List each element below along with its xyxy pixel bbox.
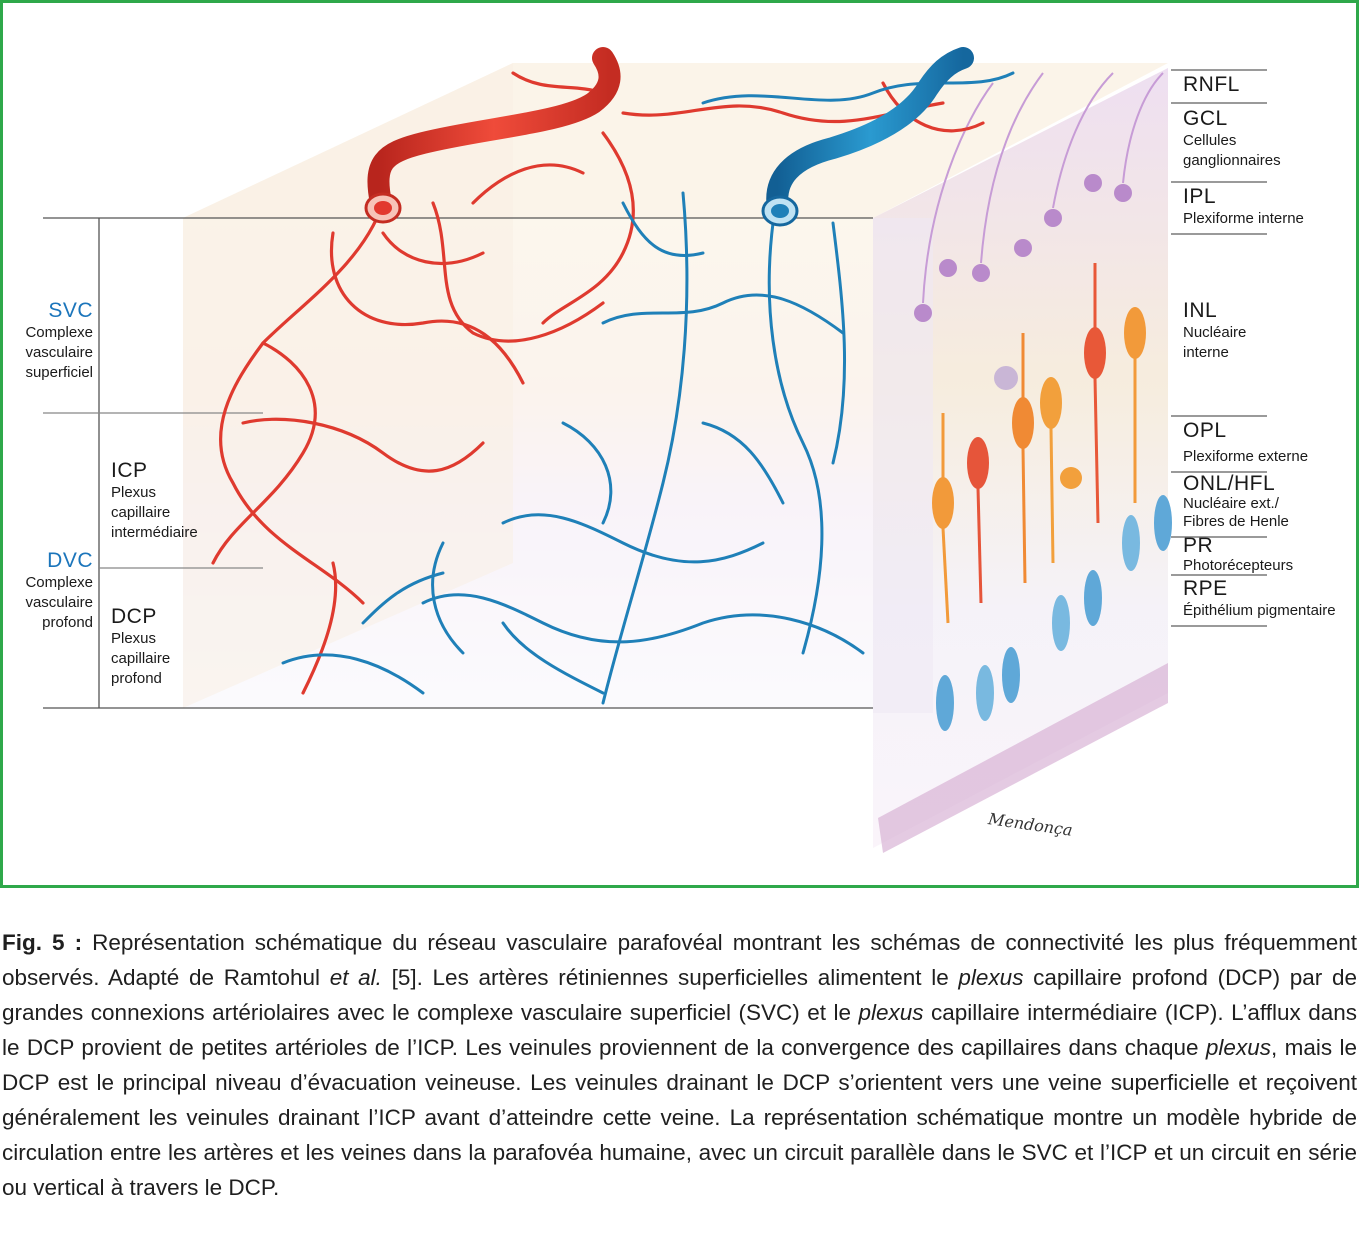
caption-s1: Représentation schématique du réseau vas… bbox=[2, 930, 1357, 990]
label-gcl-line2: ganglionnaires bbox=[1183, 152, 1281, 169]
main-artery bbox=[364, 47, 621, 224]
label-dvc-line1: Complexe bbox=[25, 574, 93, 591]
label-gcl-abbr: GCL bbox=[1183, 107, 1228, 130]
label-dcp-abbr: DCP bbox=[111, 605, 157, 628]
caption-lead: Fig. 5 : bbox=[2, 930, 83, 955]
neurons bbox=[878, 72, 1172, 853]
label-ipl-abbr: IPL bbox=[1183, 185, 1217, 208]
label-onl-line2: Fibres de Henle bbox=[1183, 513, 1289, 530]
venous-network bbox=[281, 71, 1015, 705]
divider-onl bbox=[1171, 471, 1267, 473]
vascular-illustration bbox=[43, 47, 1172, 853]
label-dcp-line2: capillaire bbox=[111, 650, 171, 667]
label-opl-line1: Plexiforme externe bbox=[1183, 448, 1309, 465]
caption-s3: capillaire profond (DCP) par de grandes … bbox=[2, 965, 1358, 1025]
figure-caption: Fig. 5 : Représentation schématique du r… bbox=[2, 925, 1357, 1205]
label-onl: ONL/HFL Nucléaire ext./ Fibres de Henle bbox=[1183, 473, 1289, 531]
label-dvc: DVC Complexe vasculaire profond bbox=[17, 549, 93, 633]
label-rnfl: RNFL bbox=[1183, 73, 1240, 97]
label-svc-line2: vasculaire bbox=[25, 344, 93, 361]
caption-plexus3: plexus bbox=[1205, 1035, 1271, 1060]
label-icp-line1: Plexus bbox=[111, 484, 157, 501]
caption-s2: [5]. Les artères rétiniennes superficiel… bbox=[381, 965, 959, 990]
divider-opl bbox=[1171, 415, 1267, 417]
label-inl-abbr: INL bbox=[1183, 299, 1218, 322]
divider-inl bbox=[1171, 233, 1267, 235]
divider-ipl bbox=[1171, 181, 1267, 183]
label-icp-abbr: ICP bbox=[111, 459, 148, 482]
label-dvc-line2: vasculaire bbox=[25, 594, 93, 611]
caption-s4: capillaire intermédiaire (ICP). L’afflux… bbox=[2, 1000, 1357, 1060]
label-opl: OPL Plexiforme externe bbox=[1183, 419, 1308, 467]
label-icp-line3: intermédiaire bbox=[111, 524, 198, 541]
caption-plexus1: plexus bbox=[958, 965, 1024, 990]
arterial-network bbox=[211, 71, 985, 695]
label-svc: SVC Complexe vasculaire superficiel bbox=[17, 299, 93, 383]
label-dcp-line3: profond bbox=[111, 670, 162, 687]
label-icp: ICP Plexus capillaire intermédiaire bbox=[111, 459, 261, 543]
label-svc-line1: Complexe bbox=[25, 324, 93, 341]
divider-pr bbox=[1171, 536, 1267, 538]
label-inl: INL Nucléaire interne bbox=[1183, 299, 1246, 363]
label-opl-abbr: OPL bbox=[1183, 419, 1227, 442]
label-rpe: RPE Épithélium pigmentaire bbox=[1183, 577, 1336, 621]
label-svc-line3: superficiel bbox=[25, 364, 93, 381]
label-pr-abbr: PR bbox=[1183, 534, 1214, 557]
label-dcp: DCP Plexus capillaire profond bbox=[111, 605, 261, 689]
figure-frame: SVC Complexe vasculaire superficiel ICP … bbox=[0, 0, 1359, 888]
label-inl-line2: interne bbox=[1183, 344, 1229, 361]
label-gcl: GCL Cellules ganglionnaires bbox=[1183, 107, 1281, 171]
divider-bottom bbox=[1171, 625, 1267, 627]
label-ipl-line1: Plexiforme interne bbox=[1183, 210, 1304, 227]
label-pr: PR Photorécepteurs bbox=[1183, 535, 1293, 575]
label-dvc-abbr: DVC bbox=[47, 549, 93, 572]
label-onl-line1: Nucléaire ext./ bbox=[1183, 495, 1279, 512]
tissue-block bbox=[183, 63, 1168, 708]
label-rpe-line1: Épithélium pigmentaire bbox=[1183, 602, 1336, 619]
caption-etal: et al. bbox=[329, 965, 382, 990]
label-ipl: IPL Plexiforme interne bbox=[1183, 185, 1304, 229]
label-icp-line2: capillaire bbox=[111, 504, 171, 521]
label-svc-abbr: SVC bbox=[48, 299, 93, 322]
divider-rnfl bbox=[1171, 69, 1267, 71]
divider-rpe bbox=[1171, 574, 1267, 576]
label-onl-abbr: ONL/HFL bbox=[1183, 472, 1276, 495]
divider-gcl bbox=[1171, 102, 1267, 104]
label-pr-line1: Photorécepteurs bbox=[1183, 557, 1294, 574]
label-rnfl-abbr: RNFL bbox=[1183, 73, 1240, 96]
label-gcl-line1: Cellules bbox=[1183, 132, 1237, 149]
label-rpe-abbr: RPE bbox=[1183, 577, 1228, 600]
caption-s5: , mais le DCP est le principal niveau d’… bbox=[2, 1035, 1357, 1200]
label-dvc-line3: profond bbox=[42, 614, 93, 631]
caption-plexus2: plexus bbox=[858, 1000, 924, 1025]
layer-guide-lines bbox=[43, 217, 873, 709]
label-dcp-line1: Plexus bbox=[111, 630, 157, 647]
label-inl-line1: Nucléaire bbox=[1183, 324, 1247, 341]
main-vein bbox=[761, 47, 974, 227]
cross-section-block bbox=[873, 68, 1172, 853]
